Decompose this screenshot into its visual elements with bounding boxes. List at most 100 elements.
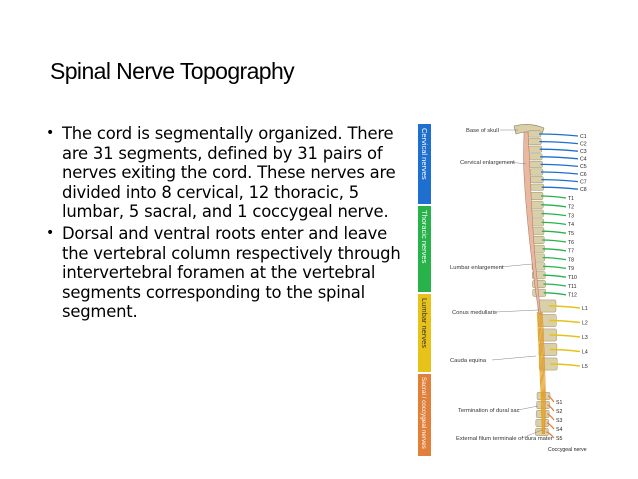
cauda-equina-strand [538, 311, 544, 435]
bullet-text: Dorsal and ventral roots enter and leave… [62, 223, 401, 322]
cauda-equina-strand [537, 311, 543, 435]
cauda-equina-strand [539, 311, 544, 435]
nerve-label-s3: S3 [556, 418, 562, 424]
bullet-text: The cord is segmentally organized. There… [62, 124, 396, 222]
nerve-root-c3 [539, 148, 579, 152]
cauda-equina-strand [539, 311, 544, 435]
sacral-band [418, 374, 431, 456]
nerve-label-s4: S4 [556, 427, 562, 433]
nerve-label-t11: T11 [568, 284, 577, 290]
nerve-label-c1: C1 [580, 134, 587, 140]
vertebral-column [527, 130, 558, 436]
nerve-root-c2 [539, 140, 579, 145]
spinal-nerve-figure: Cervical nerves Thoracic nerves Lumbar n… [418, 124, 588, 456]
nerve-root-s3 [547, 413, 555, 421]
cauda-equina-strand [536, 311, 543, 435]
nerve-root-l4 [549, 348, 581, 353]
cervical-band [418, 124, 431, 204]
label-lumbar-enlargement: Lumbar enlargement [450, 265, 504, 271]
nerve-label-t6: T6 [568, 240, 574, 246]
leader-lines [491, 129, 543, 439]
nerve-labels: C1C2C3C4C5C6C7C8T1T2T3T4T5T6T7T8T9T10T11… [556, 134, 588, 442]
bullet-item: • The cord is segmentally organized. The… [46, 124, 406, 222]
nerve-root-l5 [550, 363, 581, 367]
bullet-dot: • [46, 125, 55, 141]
nerve-label-t5: T5 [568, 231, 574, 237]
nerve-label-t2: T2 [568, 205, 574, 211]
nerve-label-l2: L2 [582, 320, 588, 326]
sacral-band-label: Sacral / coccygeal nerves [420, 377, 427, 449]
nerve-label-c8: C8 [580, 187, 587, 193]
nerve-label-c3: C3 [580, 149, 587, 155]
nerve-root-t4 [541, 221, 567, 226]
lumbar-band [418, 294, 431, 372]
nerve-label-t7: T7 [568, 249, 574, 255]
nerve-label-c6: C6 [580, 172, 587, 178]
cauda-equina-strand [540, 311, 545, 435]
nerve-label-l4: L4 [582, 349, 588, 355]
nerve-label-t3: T3 [568, 213, 574, 219]
slide-title: Spinal Nerve Topography [50, 58, 295, 84]
nerve-root-c5 [540, 163, 579, 168]
nerve-root-t8 [542, 256, 567, 261]
nerve-root-t1 [540, 195, 567, 199]
nerve-root-c6 [540, 171, 579, 175]
nerve-label-c2: C2 [580, 141, 587, 147]
nerve-label-t9: T9 [568, 266, 574, 272]
nerve-root-s4 [546, 422, 555, 430]
nerve-root-t2 [541, 204, 567, 208]
label-external-filum: External filum terminale of dura mater [456, 436, 553, 442]
nerve-root-c4 [540, 156, 579, 160]
label-coccygeal-nerve: Coccygeal nerve [548, 447, 587, 453]
nerve-label-t1: T1 [568, 196, 574, 202]
nerve-label-c5: C5 [580, 164, 587, 170]
nerve-label-t10: T10 [568, 275, 577, 281]
nerve-root-t3 [541, 212, 567, 217]
cervical-band-label: Cervical nerves [420, 128, 429, 180]
nerve-root-t5 [541, 230, 567, 234]
nerve-root-l2 [549, 319, 581, 324]
cauda-equina-strand [542, 311, 546, 435]
nerve-label-s2: S2 [556, 409, 562, 415]
nerve-label-c4: C4 [580, 157, 587, 163]
label-conus-medullaris: Conus medullaris [452, 310, 497, 316]
bullet-item: • Dorsal and ventral roots enter and lea… [46, 224, 406, 322]
nerve-root-t7 [542, 248, 567, 252]
nerve-root-l1 [548, 305, 581, 309]
nerve-label-t12: T12 [568, 293, 577, 299]
nerve-label-t8: T8 [568, 257, 574, 263]
nerve-root-l3 [549, 334, 581, 338]
nerve-root-c8 [541, 186, 579, 190]
nerve-root-c7 [541, 178, 579, 183]
thoracic-band [418, 206, 431, 292]
nerve-label-l1: L1 [582, 306, 588, 312]
nerve-root-t9 [542, 265, 567, 270]
nerve-root-t10 [543, 274, 567, 278]
label-base-of-skull: Base of skull [466, 128, 499, 134]
nerve-root-t6 [542, 239, 567, 243]
nerve-label-t4: T4 [568, 222, 574, 228]
nerve-label-l3: L3 [582, 335, 588, 341]
nerve-label-c7: C7 [580, 179, 587, 185]
nerve-label-s5: S5 [556, 436, 562, 442]
label-cervical-enlargement: Cervical enlargement [460, 160, 515, 166]
nerve-root-t11 [543, 283, 567, 287]
cauda-equina-strand [540, 311, 545, 435]
label-termination-dural-sac: Termination of dural sac [458, 408, 520, 414]
nerve-root-s5 [546, 431, 555, 439]
nerve-root-t12 [543, 292, 567, 296]
lumbar-band-label: Lumbar nerves [420, 298, 429, 348]
cauda-equina-strand [537, 311, 543, 435]
thoracic-band-label: Thoracic nerves [420, 210, 429, 264]
bullet-list: • The cord is segmentally organized. The… [46, 124, 406, 324]
nerve-label-s1: S1 [556, 400, 562, 406]
label-cauda-equina: Cauda equina [450, 358, 487, 364]
nerve-label-l5: L5 [582, 364, 588, 370]
bullet-dot: • [46, 224, 55, 241]
cauda-equina-strand [541, 311, 546, 435]
nerve-root-s2 [547, 404, 555, 412]
nerve-roots [536, 133, 581, 439]
nerve-root-s1 [547, 395, 555, 403]
nerve-root-c1 [538, 133, 579, 137]
